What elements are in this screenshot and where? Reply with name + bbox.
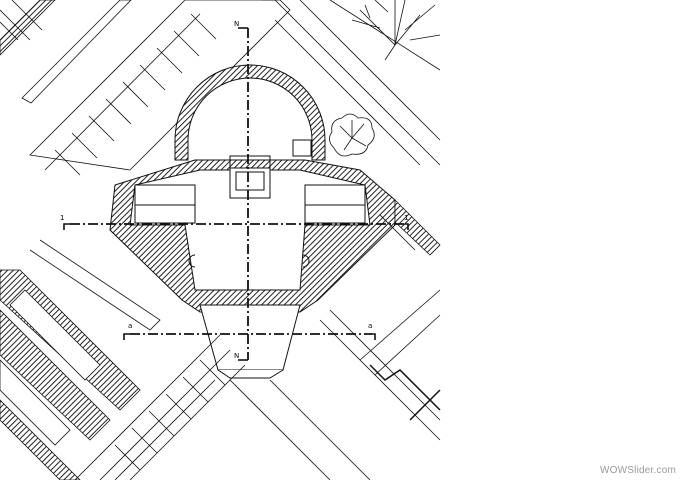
section-markers — [63, 27, 409, 361]
southeast-wing — [114, 289, 441, 480]
chapel-left — [134, 184, 196, 224]
small-square-room — [292, 139, 312, 157]
watermark[interactable]: WOWSlider.com — [600, 465, 676, 476]
section-label-n-bottom: N — [234, 352, 239, 360]
southwest-stall-row — [74, 334, 246, 480]
architectural-floor-plan: N N 1 1 a a — [0, 0, 441, 480]
east-wall-wing — [394, 199, 441, 256]
section-label-a-left: a — [128, 322, 132, 330]
chapel-right — [304, 184, 366, 224]
central-building — [109, 64, 396, 313]
stall-row-northwest — [0, 0, 217, 176]
section-lines — [70, 28, 405, 360]
northwest-wing — [0, 0, 291, 176]
southwest-wing — [0, 239, 161, 480]
section-label-1-right: 1 — [404, 214, 408, 222]
section-label-n-top: N — [234, 20, 239, 28]
section-label-1-left: 1 — [60, 214, 64, 222]
entrance-porch — [199, 304, 301, 379]
apse-wall — [174, 64, 326, 161]
section-label-a-right: a — [368, 322, 372, 330]
tree-right — [329, 113, 375, 157]
altar — [229, 167, 271, 199]
tree-top-right — [351, 0, 441, 61]
